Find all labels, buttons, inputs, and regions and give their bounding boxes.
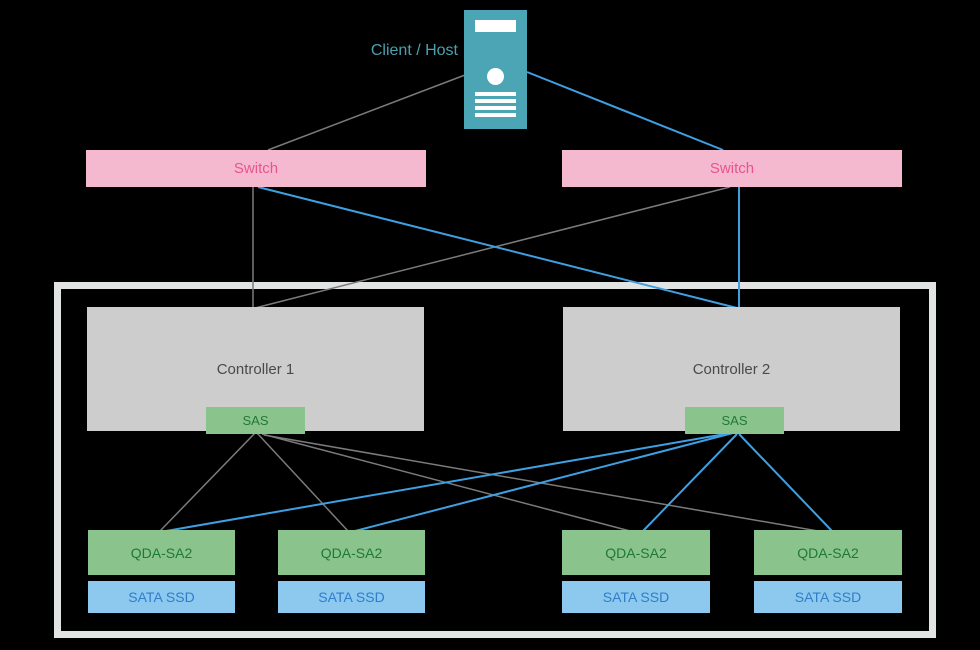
qda-sa2-adapter-3: QDA-SA2 (562, 530, 710, 575)
qda-1-label: QDA-SA2 (130, 544, 193, 561)
server-vent-line (475, 92, 516, 96)
qda-4-label: QDA-SA2 (797, 544, 859, 561)
controller-2-label: Controller 2 (692, 360, 771, 378)
controller-2-sas-port: SAS (685, 407, 784, 434)
switch-1-label: Switch (233, 160, 279, 177)
sata-3-label: SATA SSD (602, 589, 670, 605)
sata-1-label: SATA SSD (128, 589, 195, 605)
server-vent-line (475, 113, 516, 117)
server-drive-slot (475, 20, 516, 32)
sas-2-label: SAS (721, 413, 748, 428)
sata-ssd-3: SATA SSD (562, 581, 710, 613)
qda-sa2-adapter-1: QDA-SA2 (88, 530, 235, 575)
sata-ssd-2: SATA SSD (278, 581, 425, 613)
sata-ssd-4: SATA SSD (754, 581, 902, 613)
client-host-label: Client / Host (370, 42, 458, 59)
controller-1-sas-port: SAS (206, 407, 305, 434)
server-icon (464, 10, 527, 129)
qda-sa2-adapter-4: QDA-SA2 (754, 530, 902, 575)
server-vent-line (475, 99, 516, 103)
qda-2-label: QDA-SA2 (320, 544, 383, 561)
sata-ssd-1: SATA SSD (88, 581, 235, 613)
sata-4-label: SATA SSD (794, 589, 862, 605)
qda-3-label: QDA-SA2 (605, 544, 667, 561)
link-host-switch2 (526, 71, 724, 151)
switch-1: Switch (86, 150, 426, 187)
sas-1-label: SAS (242, 413, 269, 428)
switch-2-label: Switch (709, 160, 755, 177)
server-vent-line (475, 106, 516, 110)
qda-sa2-adapter-2: QDA-SA2 (278, 530, 425, 575)
link-host-switch1 (267, 74, 466, 151)
controller-1-label: Controller 1 (216, 360, 295, 378)
switch-2: Switch (562, 150, 902, 187)
server-power-button (487, 68, 504, 85)
sata-2-label: SATA SSD (318, 589, 385, 605)
